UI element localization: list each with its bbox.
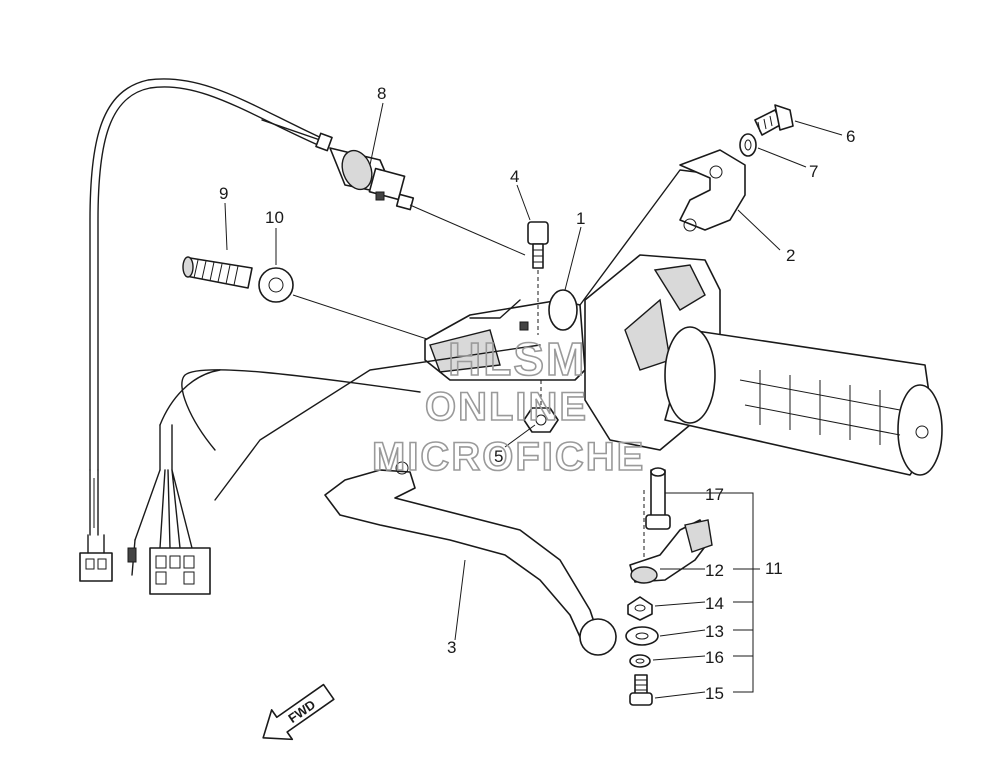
callout-3: 3 (447, 638, 456, 657)
wire-harness (79, 78, 421, 595)
locknut-part-10 (258, 267, 294, 303)
callout-7: 7 (809, 162, 818, 181)
callout-12: 12 (705, 561, 724, 580)
switch-part-8 (261, 119, 526, 256)
watermark-line-3: MICROFICHE (372, 435, 645, 479)
callout-17: 17 (705, 485, 724, 504)
lever-holder-part-1 (424, 169, 721, 401)
pivot-bolt-part-4 (527, 221, 549, 335)
nut-part-5 (523, 380, 559, 433)
callout-6: 6 (846, 127, 855, 146)
bolt-part-15 (629, 674, 653, 706)
callout-11: 11 (765, 559, 783, 578)
washer-part-7 (739, 133, 757, 157)
lockwasher-part-16 (629, 654, 651, 668)
washer-part-13 (625, 626, 659, 646)
callout-8: 8 (377, 84, 386, 103)
callout-14: 14 (705, 594, 724, 613)
leader-lines (224, 102, 843, 699)
watermark: HLSM ONLINE MICROFICHE (371, 332, 645, 480)
callout-10: 10 (265, 208, 284, 227)
watermark-line-1: HLSM (448, 333, 586, 385)
callout-9: 9 (219, 184, 228, 203)
arrow-forward-icon: FWD (262, 683, 335, 741)
nut-part-14 (627, 596, 653, 621)
bracket-part-12 (629, 490, 713, 584)
callout-1: 1 (576, 209, 585, 228)
callout-16: 16 (705, 648, 724, 667)
lever-part-3 (214, 344, 617, 656)
callout-5: 5 (494, 447, 503, 466)
screw-part-6 (754, 104, 794, 136)
callout-15: 15 (705, 684, 724, 703)
adjuster-part-9 (182, 256, 253, 289)
small-connector (79, 552, 113, 582)
callouts: 8 9 10 4 1 6 7 2 5 3 17 12 11 14 13 16 1… (219, 84, 855, 703)
callout-13: 13 (705, 622, 724, 641)
handlebar-grip (584, 254, 943, 476)
callout-2: 2 (786, 246, 795, 265)
callout-4: 4 (510, 167, 519, 186)
multi-pin-connector (149, 547, 211, 595)
watermark-line-2: ONLINE (425, 385, 588, 429)
clamp-part-2 (679, 149, 746, 232)
pin-part-17 (645, 467, 671, 530)
